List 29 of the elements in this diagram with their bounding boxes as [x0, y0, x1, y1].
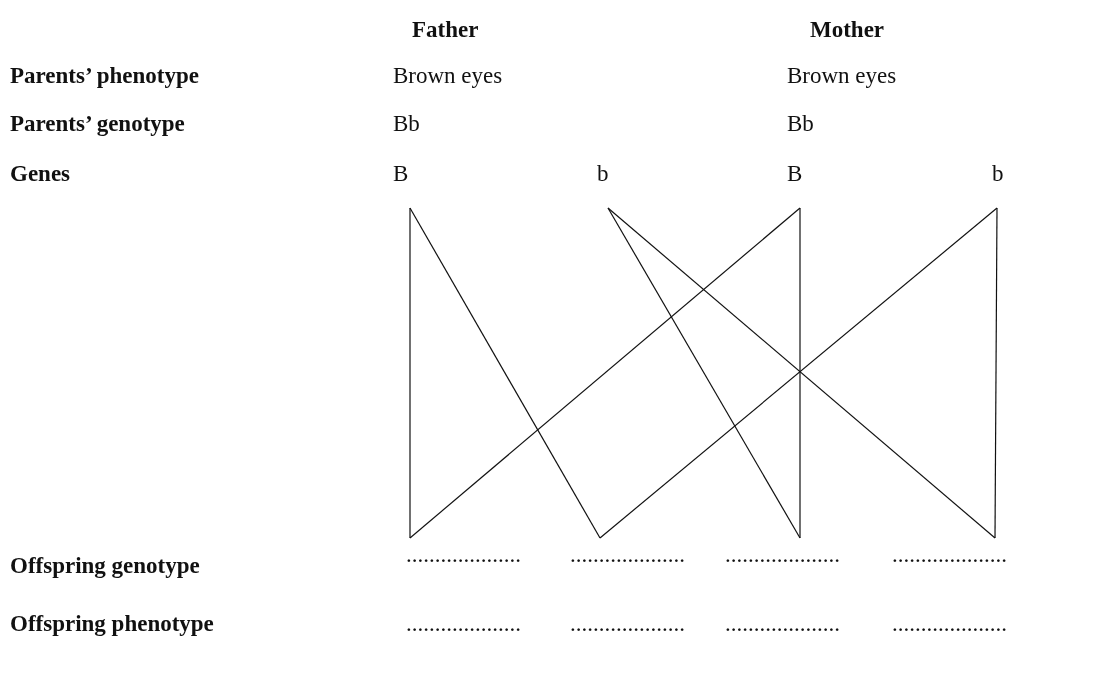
row-heading: Genes: [10, 160, 71, 188]
fill-in-line: ....................: [892, 610, 1007, 638]
row-heading: Offspring genotype: [10, 552, 200, 580]
fill-in-line: ....................: [570, 538, 724, 572]
connector-line: [409, 207, 801, 539]
gene-letter: B: [787, 160, 819, 208]
fill-in-line: ....................: [725, 610, 840, 638]
fill-in-line: ....................: [892, 538, 1046, 572]
phenotype-text: Brown eyes: [787, 62, 897, 90]
fill-in-line: ....................: [406, 538, 560, 572]
gene-letter: B: [393, 160, 425, 208]
column-heading: Mother: [810, 16, 885, 44]
fill-in-line: ....................: [725, 538, 875, 572]
genotype-text: Bb: [393, 110, 420, 138]
phenotype-text: Brown eyes: [393, 62, 503, 90]
row-heading: Parents’ phenotype: [10, 62, 199, 90]
genotype-text: Bb: [787, 110, 814, 138]
row-heading: Offspring phenotype: [10, 610, 214, 638]
column-heading: Father: [412, 16, 479, 44]
connector-line: [409, 207, 601, 539]
fill-in-line: ....................: [570, 610, 685, 638]
connector-line: [409, 207, 411, 539]
row-heading: Parents’ genotype: [10, 110, 185, 138]
connector-line: [799, 207, 801, 539]
gene-letter: b: [597, 160, 619, 208]
gene-letter: b: [992, 160, 1010, 208]
connector-line: [607, 207, 801, 539]
connector-line: [994, 207, 998, 539]
fill-in-line: ....................: [406, 610, 521, 638]
